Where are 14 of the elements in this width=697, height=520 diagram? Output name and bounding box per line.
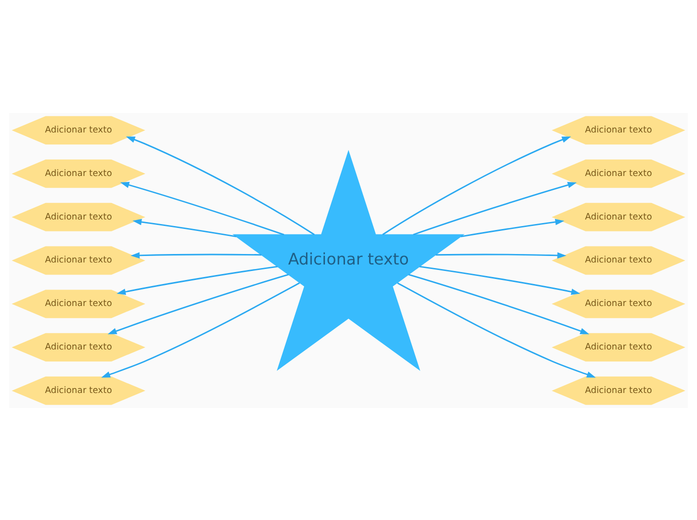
arrow	[413, 181, 577, 235]
arrow	[132, 218, 236, 237]
arrow	[408, 273, 590, 334]
arrow	[126, 136, 315, 235]
arrow	[397, 282, 596, 378]
arrow	[460, 218, 564, 237]
arrow	[130, 252, 262, 258]
arrow	[120, 181, 284, 235]
arrow	[436, 252, 566, 258]
arrow	[382, 136, 572, 235]
arrow	[108, 273, 289, 334]
arrow	[419, 265, 580, 294]
arrow	[101, 282, 300, 378]
arrow	[116, 265, 278, 294]
